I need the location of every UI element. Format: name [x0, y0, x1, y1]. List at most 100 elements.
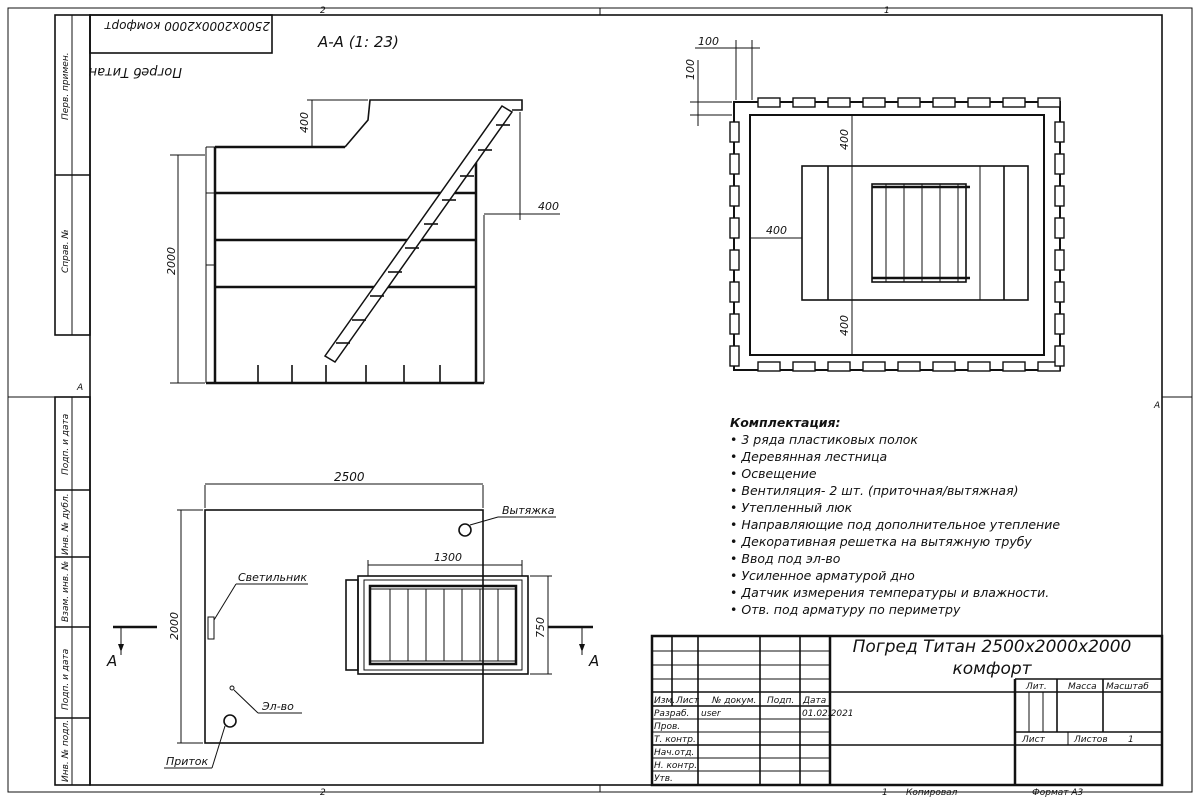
section-label: А-А (1: 23): [317, 33, 399, 51]
tb-masshtab: Масштаб: [1106, 682, 1149, 692]
plan-ladder: [871, 183, 967, 283]
brick: [1054, 345, 1065, 367]
brick: [897, 97, 921, 108]
label-light: Светильник: [238, 571, 307, 584]
brick: [1054, 185, 1065, 207]
brick: [1054, 249, 1065, 271]
mirrored-title-box: Погреб Титан 2500x2000x2000 комфорт: [88, 14, 273, 79]
brick: [1037, 97, 1061, 108]
tb-utv: Утв.: [654, 774, 673, 784]
plan-dim-bottom: 400: [838, 315, 851, 336]
brick: [932, 361, 956, 372]
section-view: 2000 400 400: [165, 99, 560, 385]
brick: [729, 121, 740, 143]
tb-nachotd: Нач.отд.: [654, 748, 694, 758]
mirrored-title-line1: Погреб Титан: [88, 64, 182, 79]
plan-dim-top: 400: [838, 129, 851, 150]
spec-item: Вентиляция- 2 шт. (приточная/вытяжная): [730, 482, 1150, 499]
plan-dim-left: 400: [766, 224, 787, 237]
title-block: Изм. Лист № докум. Подп. Дата Разраб. us…: [650, 634, 1164, 798]
plan-dim-b: 100: [684, 59, 697, 80]
tb-massa: Масса: [1068, 682, 1097, 692]
zone-left: А: [76, 383, 83, 393]
brick: [1002, 361, 1026, 372]
side-label-podl: Инв. № подл.: [61, 720, 71, 782]
tb-list: Лист: [1021, 735, 1046, 745]
brick: [1054, 313, 1065, 335]
exhaust-symbol: [458, 523, 472, 537]
title-line1: Погред Титан 2500x2000x2000: [852, 637, 1132, 657]
tb-listov: Листов: [1073, 735, 1108, 745]
plan-shelf-area: [801, 165, 1029, 301]
brick: [967, 361, 991, 372]
tb-izm: Изм.: [654, 696, 675, 706]
label-exhaust: Вытяжка: [502, 504, 555, 517]
tb-format: Формат А3: [1032, 788, 1084, 798]
mirrored-title-line2: 2500x2000x2000 комфорт: [104, 19, 270, 33]
brick: [862, 361, 886, 372]
brick: [729, 185, 740, 207]
brick: [729, 313, 740, 335]
brick: [792, 97, 816, 108]
zone-top-right: 1: [884, 6, 890, 16]
tb-list-col: Лист: [675, 696, 700, 706]
top-view: 2500 2000 1300 750 Вытяжка Светильник Эл…: [106, 470, 599, 769]
tb-prov: Пров.: [654, 722, 680, 732]
brick: [729, 249, 740, 271]
plan-dim-a: 100: [698, 35, 719, 48]
brick: [1054, 153, 1065, 175]
plan-view: 100 100 400 400 400: [684, 35, 1065, 372]
spec-list: Комплектация: 3 ряда пластиковых полок Д…: [730, 414, 1150, 618]
side-stamp-lower: Подп. и дата Инв. № дубл. Взам. инв. № П…: [54, 396, 91, 786]
brick: [967, 97, 991, 108]
title-line2: комфорт: [952, 659, 1032, 679]
side-label-dubl: Инв. № дубл.: [61, 493, 71, 555]
brick: [862, 97, 886, 108]
brick: [932, 97, 956, 108]
spec-item: Освещение: [730, 465, 1150, 482]
top-dim-width: 2500: [334, 470, 365, 484]
tb-copied: Копировал: [906, 788, 958, 798]
spec-item: Усиленное арматурой дно: [730, 567, 1150, 584]
section-dim-height: 2000: [165, 247, 178, 275]
spec-item: Деревянная лестница: [730, 448, 1150, 465]
tb-razrab-name: user: [701, 709, 722, 719]
label-power: Эл-во: [261, 700, 294, 713]
side-label-podp2: Подп. и дата: [61, 649, 71, 710]
zone-top-left: 2: [320, 6, 326, 16]
top-view-outline: [204, 509, 484, 744]
title-block-title: Погред Титан 2500x2000x2000 комфорт: [832, 636, 1152, 680]
tb-docnum: № докум.: [711, 696, 756, 706]
spec-item: Датчик измерения температуры и влажности…: [730, 584, 1150, 601]
section-dim-right: 400: [538, 200, 559, 213]
top-dim-height: 2000: [168, 612, 181, 640]
brick: [1054, 281, 1065, 303]
tb-nkontr: Н. контр.: [654, 761, 697, 771]
inflow-symbol: [223, 714, 237, 728]
side-label-vzam: Взам. инв. №: [61, 561, 71, 622]
tb-lit: Лит.: [1025, 682, 1047, 692]
brick: [729, 153, 740, 175]
brick: [757, 97, 781, 108]
spec-item: Отв. под арматуру по периметру: [730, 601, 1150, 618]
brick: [1054, 217, 1065, 239]
brick: [827, 97, 851, 108]
brick: [1002, 97, 1026, 108]
tb-tkontr: Т. контр.: [654, 735, 696, 745]
side-label-podp1: Подп. и дата: [61, 414, 71, 475]
tb-date: Дата: [802, 696, 826, 706]
spec-item: Декоративная решетка на вытяжную трубу: [730, 533, 1150, 550]
tb-razrab-date: 01.02.2021: [802, 709, 854, 719]
brick-border: [729, 97, 1065, 372]
tb-sign: Подп.: [767, 696, 794, 706]
spec-item: Ввод под эл-во: [730, 550, 1150, 567]
brick: [729, 217, 740, 239]
brick: [1054, 121, 1065, 143]
side-label-sprav: Справ. №: [61, 229, 71, 273]
brick: [729, 345, 740, 367]
spec-title: Комплектация:: [730, 415, 841, 430]
section-dim-top: 400: [298, 112, 311, 133]
top-dim-hatch-h: 750: [534, 617, 547, 638]
tb-listov-value: 1: [1128, 735, 1134, 745]
lamp-symbol: [207, 616, 215, 640]
